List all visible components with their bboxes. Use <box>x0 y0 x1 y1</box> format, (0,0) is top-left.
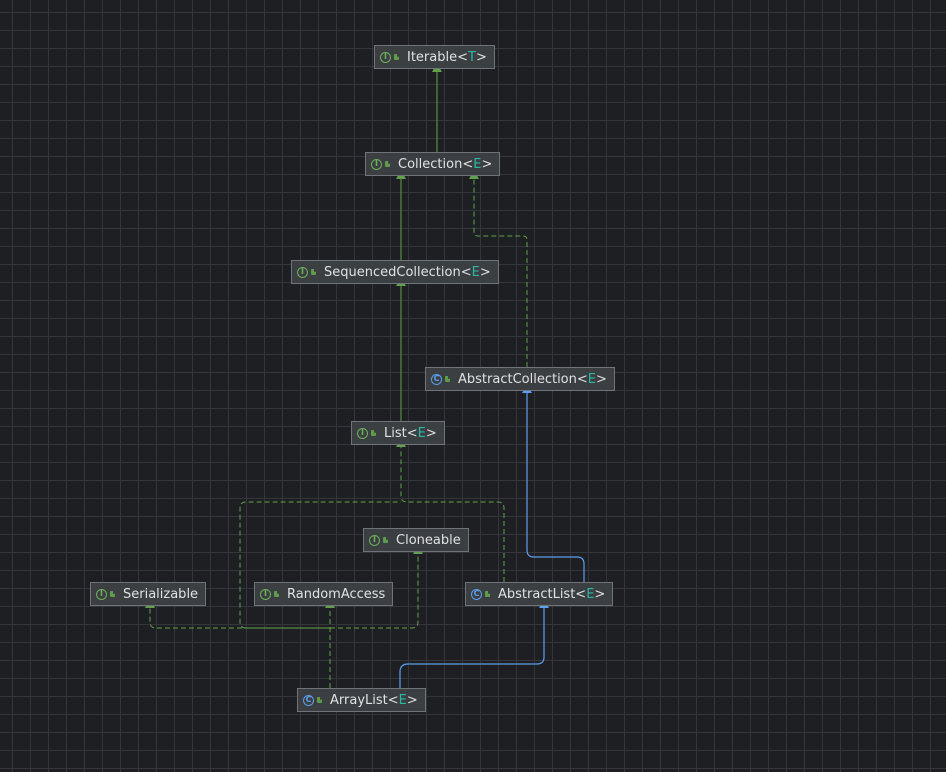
type-parameter: T <box>468 49 476 65</box>
type-parameter: E <box>398 692 407 708</box>
type-parameter: E <box>587 371 596 387</box>
interface-icon: I <box>297 266 308 278</box>
interface-icon: I <box>357 427 368 439</box>
type-parameter: E <box>471 264 480 280</box>
interface-icon: I <box>96 588 107 600</box>
node-name: SequencedCollection <box>324 264 461 280</box>
node-name: AbstractCollection <box>458 371 577 387</box>
node-abstractcollection[interactable]: C AbstractCollection<E> <box>425 367 615 391</box>
interface-icon: I <box>371 158 382 170</box>
public-visibility-icon <box>385 161 390 167</box>
edge-arraylist-implements-list <box>239 501 401 688</box>
class-icon: C <box>471 588 482 600</box>
node-randomaccess[interactable]: I RandomAccess <box>254 582 394 606</box>
node-name: Serializable <box>123 586 199 602</box>
node-name: Cloneable <box>396 532 461 548</box>
edge-arraylist-implements-cloneable <box>330 545 423 629</box>
edge-arraylist-extends-abstractlist <box>399 599 549 688</box>
node-name: AbstractList <box>498 586 576 602</box>
node-abstractlist[interactable]: C AbstractList<E> <box>465 582 614 606</box>
node-name: Collection <box>398 156 463 172</box>
type-parameter: E <box>473 156 482 172</box>
interface-icon: I <box>260 588 271 600</box>
public-visibility-icon <box>383 537 388 543</box>
node-cloneable[interactable]: I Cloneable <box>363 528 469 552</box>
interface-icon: I <box>369 534 380 546</box>
edge-abstractlist-implements-list <box>396 438 505 582</box>
node-collection[interactable]: I Collection<E> <box>365 152 501 176</box>
class-icon: C <box>303 694 314 706</box>
class-icon: C <box>431 373 442 385</box>
node-name: List <box>384 425 407 441</box>
node-name: Iterable <box>407 49 458 65</box>
public-visibility-icon <box>110 591 115 597</box>
node-name: ArrayList <box>330 692 388 708</box>
edge-abstractlist-extends-abstractcollection <box>522 384 585 582</box>
public-visibility-icon <box>371 430 376 436</box>
node-list[interactable]: I List<E> <box>351 421 445 445</box>
edge-abstractcollection-implements-collection <box>469 170 528 367</box>
node-name: RandomAccess <box>287 586 386 602</box>
node-serializable[interactable]: I Serializable <box>90 582 207 606</box>
public-visibility-icon <box>311 269 316 275</box>
type-parameter: E <box>417 425 426 441</box>
public-visibility-icon <box>445 376 450 382</box>
node-sequencedcollection[interactable]: I SequencedCollection<E> <box>291 260 499 284</box>
public-visibility-icon <box>394 54 399 60</box>
type-parameter: E <box>586 586 595 602</box>
public-visibility-icon <box>485 591 490 597</box>
public-visibility-icon <box>274 591 279 597</box>
public-visibility-icon <box>317 697 322 703</box>
edge-arraylist-implements-serializable <box>145 599 330 629</box>
node-iterable[interactable]: I Iterable<T> <box>374 45 495 69</box>
node-arraylist[interactable]: C ArrayList<E> <box>297 688 426 712</box>
interface-icon: I <box>380 51 391 63</box>
